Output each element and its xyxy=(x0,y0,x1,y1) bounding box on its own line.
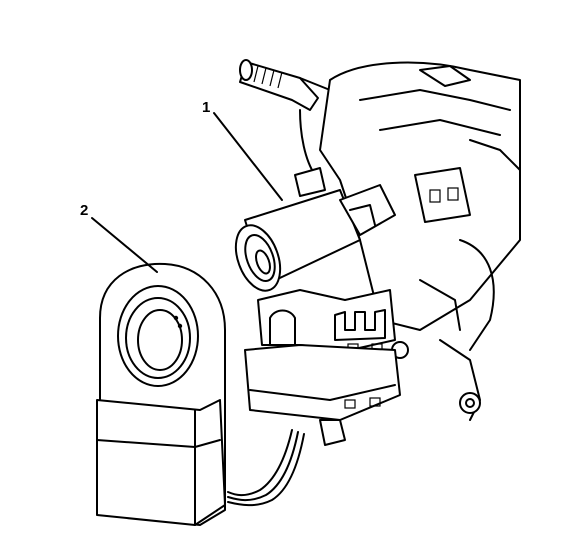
wire-harness xyxy=(227,429,305,507)
key-lamp-assembly xyxy=(96,262,226,526)
leader-line-1 xyxy=(213,112,283,201)
leader-line-2 xyxy=(91,217,158,273)
callout-2: 2 xyxy=(80,202,89,219)
lock-cylinder xyxy=(234,184,396,292)
steering-shaft xyxy=(239,59,346,111)
ignition-switch-body xyxy=(244,289,401,446)
callout-1: 1 xyxy=(202,99,211,116)
